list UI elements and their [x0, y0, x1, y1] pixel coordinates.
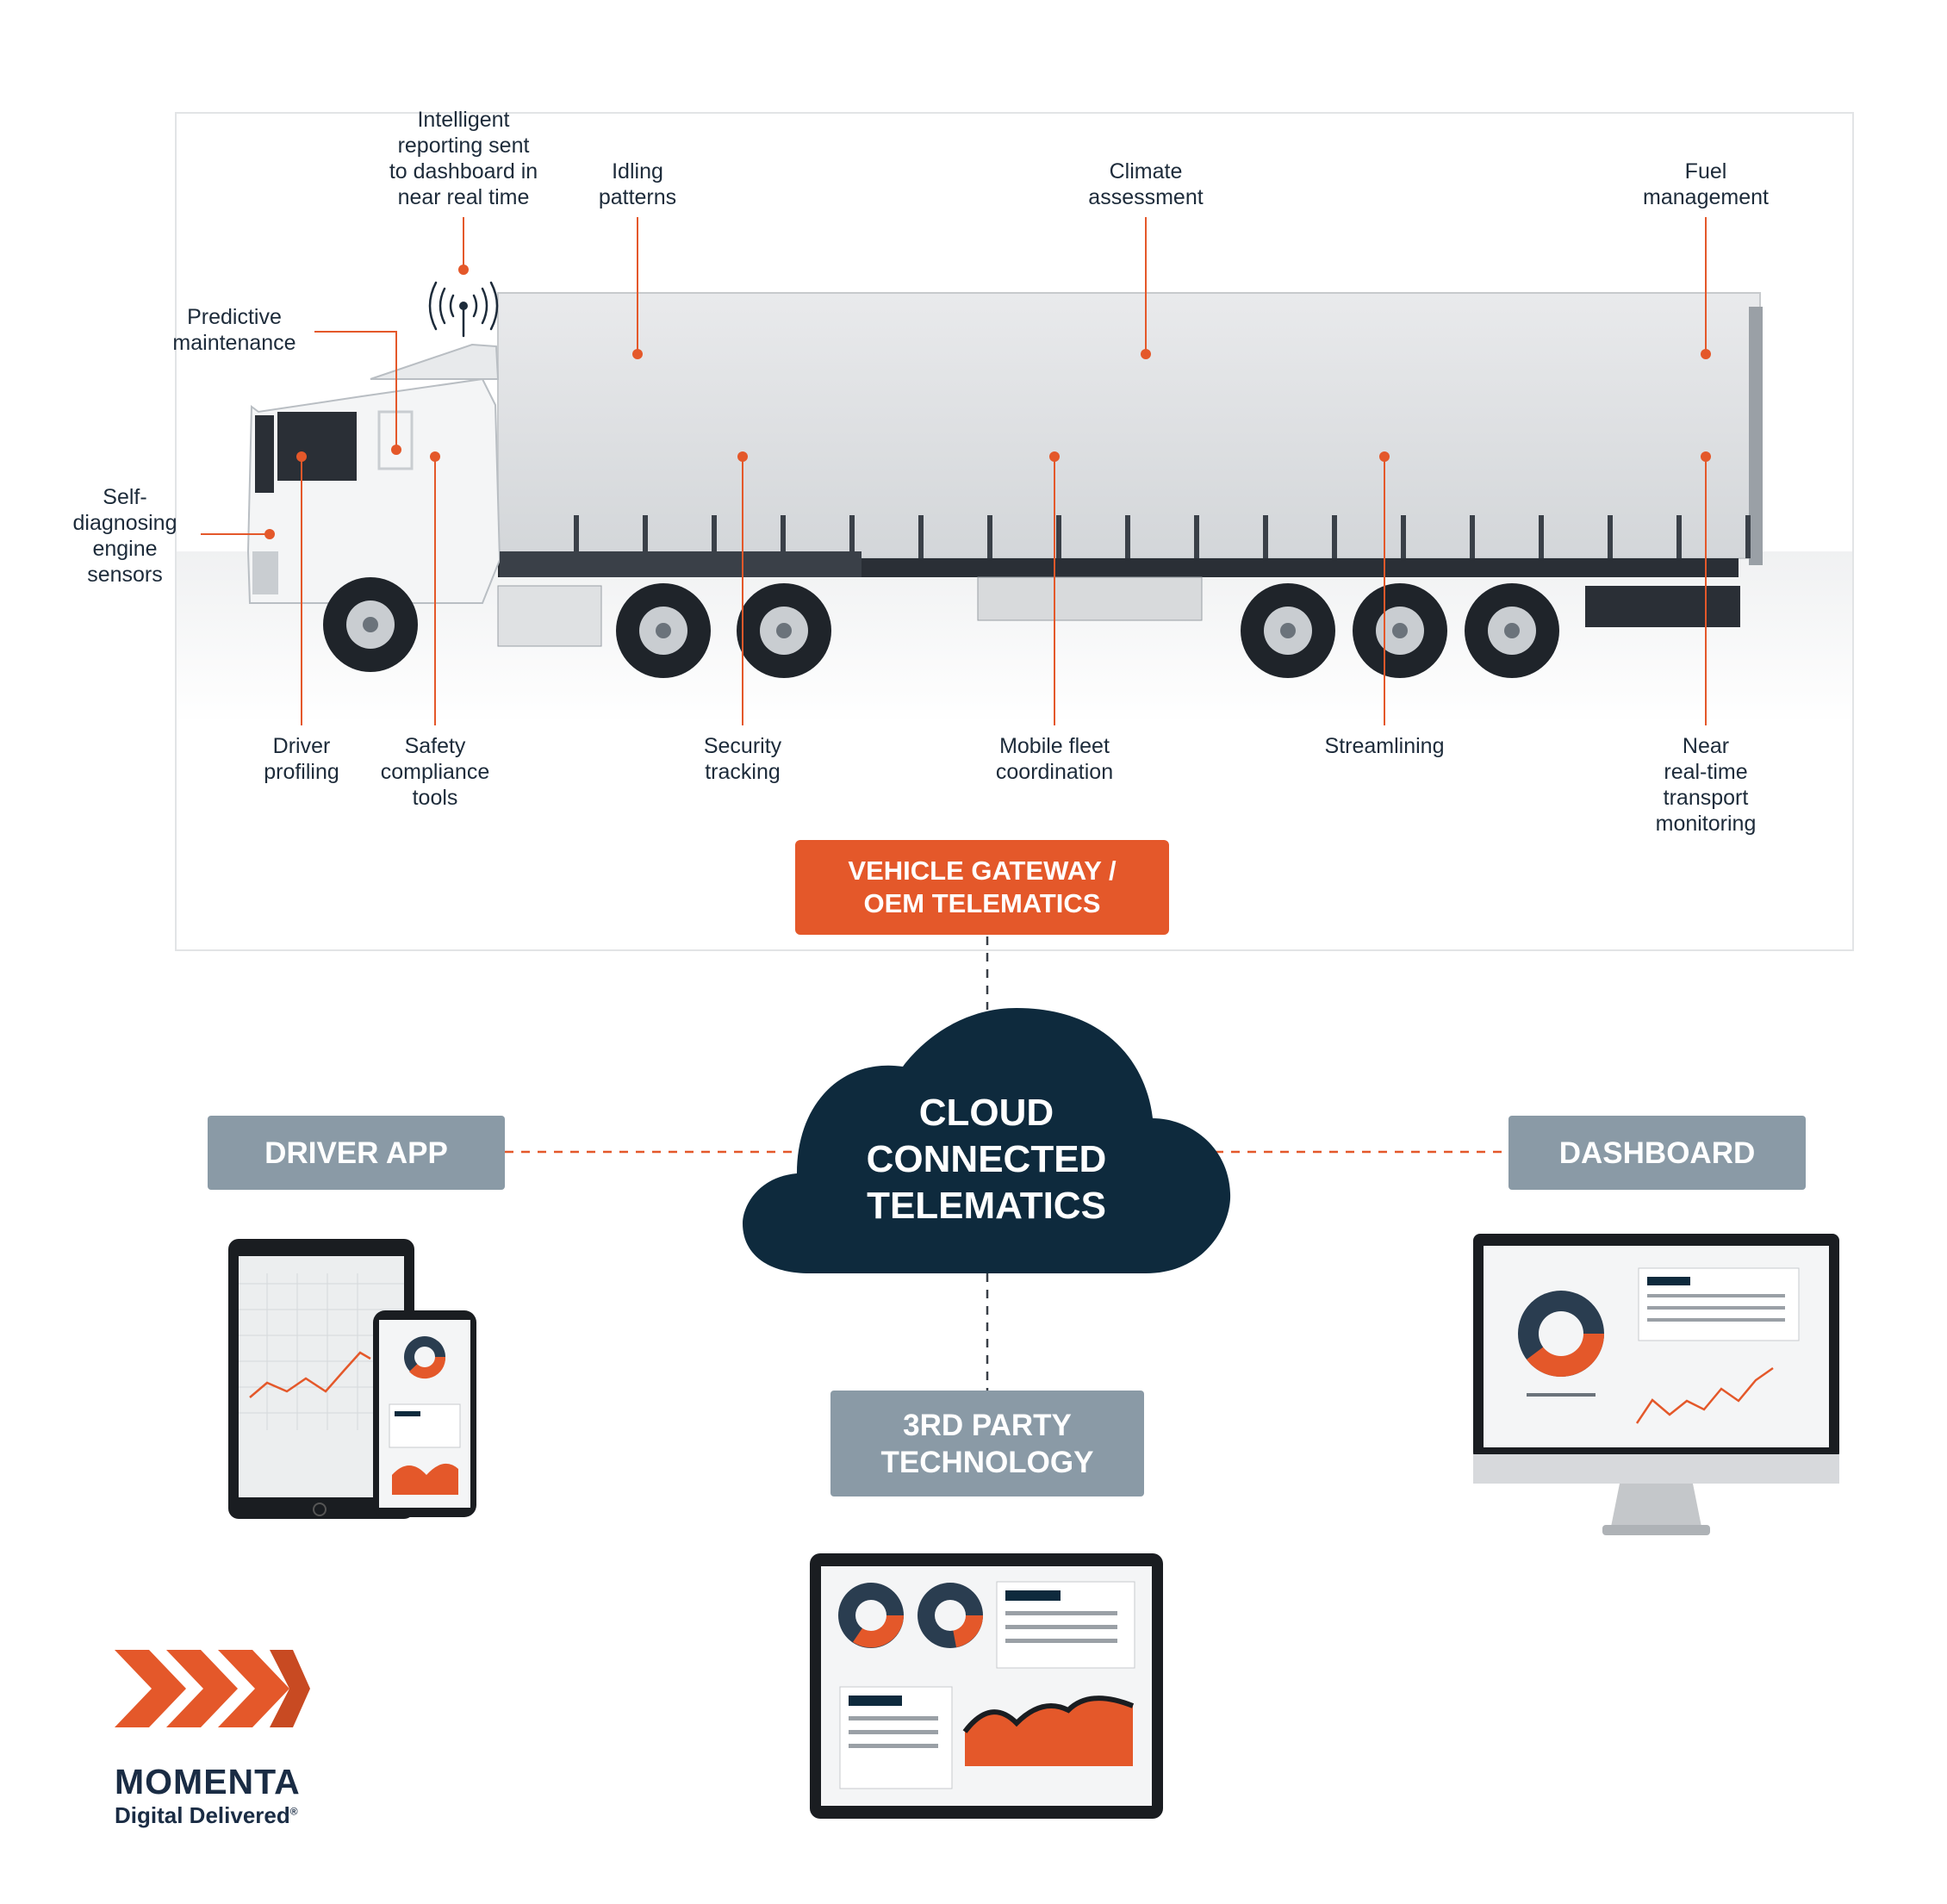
tablet-and-phone-icon: [228, 1239, 476, 1519]
truck-illustration: [246, 292, 1763, 678]
label-intelligent-reporting: Intelligent reporting sent to dashboard …: [389, 108, 538, 209]
third-party-box: 3RD PARTY TECHNOLOGY: [830, 1391, 1144, 1496]
vehicle-gateway-box: VEHICLE GATEWAY / OEM TELEMATICS: [795, 840, 1169, 935]
label-streamlining: Streamlining: [1324, 734, 1445, 758]
callout-lines: [201, 217, 1707, 725]
label-fuel-management: Fuel management: [1643, 159, 1769, 209]
label-safety-compliance: Safety compliance tools: [380, 734, 490, 810]
label-predictive-maintenance: Predictive maintenance: [172, 305, 296, 355]
registered-mark: ®: [289, 1805, 298, 1818]
callout-dots: [264, 264, 1711, 539]
landscape-tablet-icon: [810, 1553, 1163, 1819]
label-security-tracking: Security tracking: [703, 734, 782, 784]
cloud-label: CLOUD CONNECTED TELEMATICS: [866, 1092, 1107, 1227]
cloud-shape: [743, 1008, 1231, 1273]
label-climate-assessment: Climate assessment: [1088, 159, 1204, 209]
label-driver-profiling: Driver profiling: [264, 734, 339, 784]
antenna-signal-icon: [428, 281, 499, 338]
logo-tagline: Digital Delivered®: [115, 1802, 298, 1829]
logo-tagline-text: Digital Delivered: [115, 1802, 290, 1828]
driver-app-box: DRIVER APP: [208, 1116, 505, 1190]
label-mobile-fleet: Mobile fleet coordination: [995, 734, 1114, 784]
logo-brand: MOMENTA: [115, 1762, 301, 1801]
momenta-logo-icon: [115, 1650, 310, 1727]
label-near-real-time: Near real-time transport monitoring: [1655, 734, 1757, 836]
label-idling-patterns: Idling patterns: [598, 159, 677, 209]
dashboard-box: DASHBOARD: [1508, 1116, 1806, 1190]
desktop-monitor-icon: [1473, 1234, 1839, 1535]
label-self-diagnosing: Self- diagnosing engine sensors: [72, 485, 177, 587]
